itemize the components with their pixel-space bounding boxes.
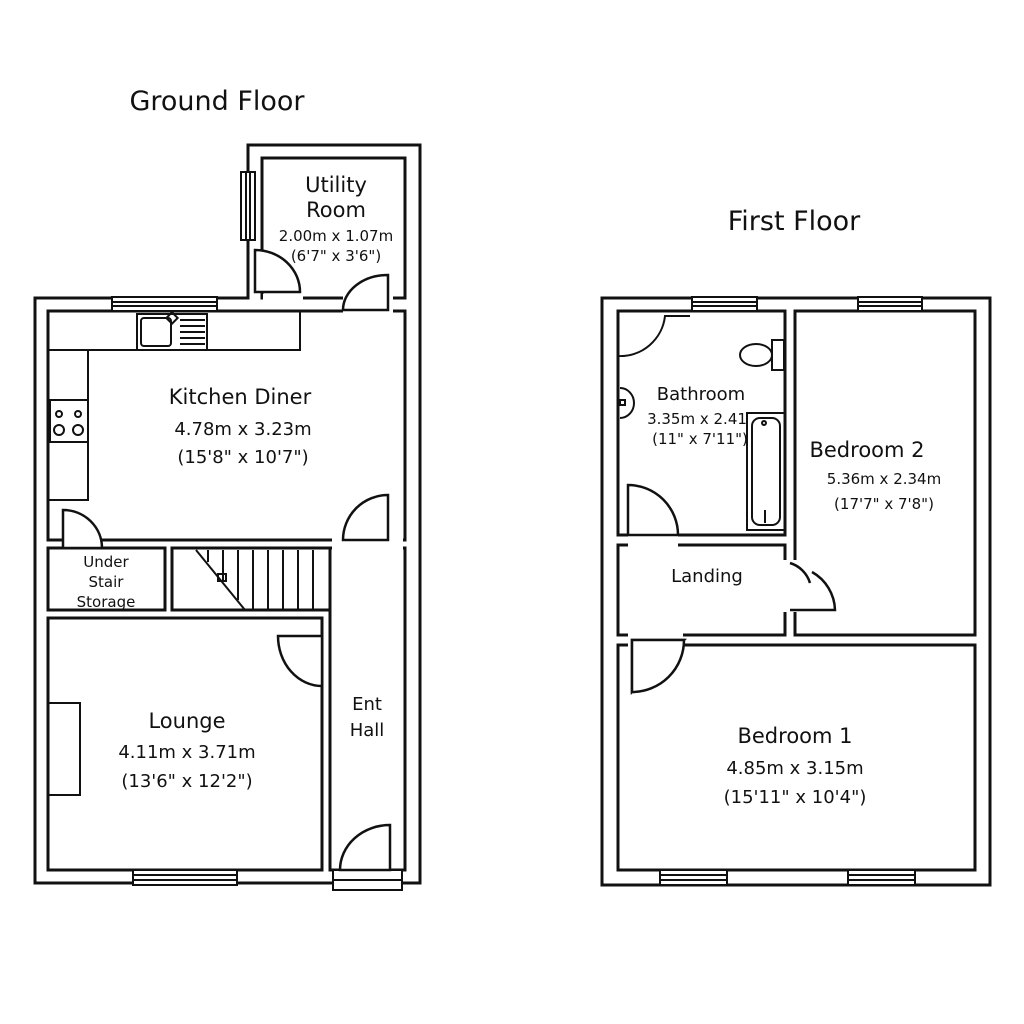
landing — [616, 543, 787, 637]
fireplace — [47, 702, 81, 796]
bedroom1-imperial: (15'11" x 10'4") — [724, 787, 867, 808]
bedroom-1 — [616, 643, 977, 872]
utility-metric: 2.00m x 1.07m — [279, 227, 393, 245]
hob-icon — [49, 399, 89, 443]
lounge-window — [132, 869, 238, 886]
lounge-metric: 4.11m x 3.71m — [118, 742, 255, 763]
landing-name: Landing — [671, 566, 743, 587]
bedroom2-imperial: (17'7" x 7'8") — [834, 495, 934, 513]
utility-window — [240, 171, 256, 241]
utility-back-door[interactable] — [253, 248, 302, 294]
kitchen-name: Kitchen Diner — [169, 385, 312, 409]
utility-imperial: (6'7" x 3'6") — [291, 247, 381, 265]
utility-kitchen-door[interactable] — [341, 273, 390, 312]
utility-door-gap — [263, 294, 303, 302]
lounge-imperial: (13'6" x 12'2") — [121, 771, 252, 792]
bedroom2-window — [857, 296, 923, 312]
under-stair-door[interactable] — [61, 508, 104, 550]
front-door-step — [332, 869, 403, 891]
bedroom1-name: Bedroom 1 — [737, 724, 852, 748]
basin-icon — [619, 387, 635, 419]
shower-tray — [617, 315, 690, 358]
understair-line2: Stair — [89, 573, 125, 591]
first-floor-plan: Bathroom 3.35m x 2.41 (11" x 7'11") Bedr… — [600, 296, 992, 887]
bedroom2-door-gap — [783, 560, 797, 612]
bedroom2-name: Bedroom 2 — [809, 438, 924, 462]
kitchen-imperial: (15'8" x 10'7") — [177, 447, 308, 468]
kitchen-hall-door[interactable] — [341, 493, 390, 542]
sink-icon — [136, 310, 208, 351]
bedroom1-window-right — [847, 869, 916, 886]
ground-floor-title: Ground Floor — [129, 86, 305, 117]
bathroom-imperial: (11" x 7'11") — [652, 430, 748, 448]
bedroom1-metric: 4.85m x 3.15m — [726, 758, 863, 779]
bedroom1-door-swing[interactable] — [630, 638, 686, 694]
understair-line3: Storage — [77, 593, 136, 611]
stair-treads — [195, 549, 314, 611]
first-floor-title: First Floor — [728, 206, 861, 237]
kitchen-window — [111, 296, 218, 312]
lounge-door[interactable] — [276, 634, 324, 688]
lounge-name: Lounge — [148, 709, 225, 733]
bedroom2-metric: 5.36m x 2.34m — [827, 470, 941, 488]
toilet-icon — [739, 339, 785, 371]
understair-line1: Under — [83, 553, 129, 571]
front-door[interactable] — [338, 823, 392, 872]
ground-floor-plan: Utility Room 2.00m x 1.07m (6'7" x 3'6")… — [33, 143, 422, 891]
bathroom-metric: 3.35m x 2.41 — [647, 410, 747, 428]
stairs — [170, 546, 332, 612]
hall-line1: Ent — [352, 694, 382, 715]
under-stair-storage — [46, 546, 167, 612]
utility-name-line2: Room — [306, 198, 366, 222]
bathroom-door-gap — [628, 533, 678, 547]
bathroom-window — [691, 296, 758, 312]
bath-icon — [746, 412, 786, 531]
lounge — [46, 616, 324, 872]
bedroom1-window-left — [659, 869, 728, 886]
utility-name-line1: Utility — [305, 173, 367, 197]
bathroom-door[interactable] — [626, 483, 680, 537]
bedroom2-door[interactable] — [789, 561, 837, 612]
entrance-hall — [328, 546, 407, 872]
hall-line2: Hall — [350, 720, 385, 741]
bathroom-name: Bathroom — [657, 384, 745, 405]
kitchen-metric: 4.78m x 3.23m — [174, 419, 311, 440]
